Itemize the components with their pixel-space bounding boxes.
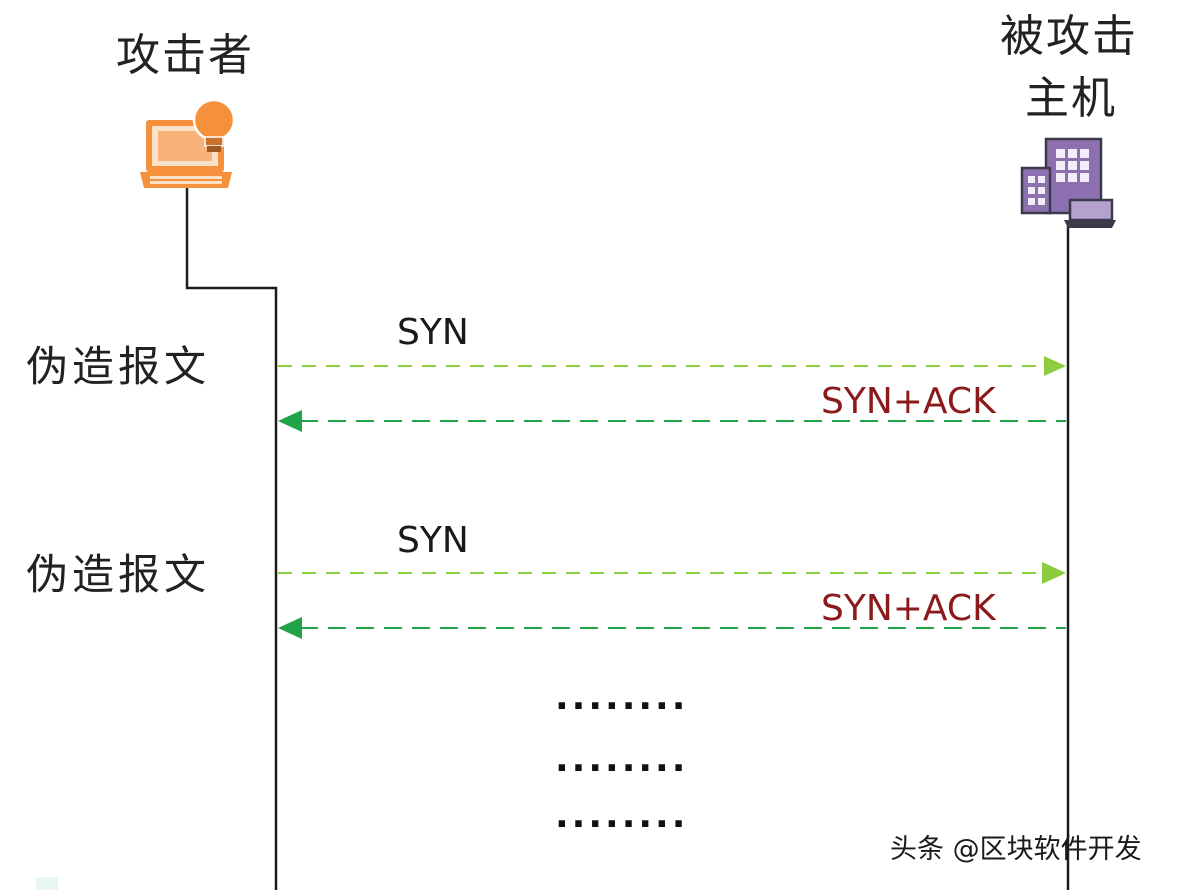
syn-label-2: SYN <box>397 520 469 561</box>
syn-ack-arrowhead-2 <box>278 617 302 639</box>
victim-label-line2: 主机 <box>1025 73 1117 124</box>
laptop-lightbulb-icon <box>140 98 236 188</box>
ellipsis-row-2: ........ <box>555 739 689 780</box>
attacker-lifeline <box>185 188 278 890</box>
attacker-label: 攻击者 <box>116 30 254 81</box>
syn-label-1: SYN <box>397 312 469 353</box>
watermark-text: 头条 @区块软件开发 <box>890 834 1142 865</box>
ellipsis-row-3: ........ <box>555 795 689 836</box>
ellipsis-row-1: ........ <box>555 677 689 718</box>
syn-ack-arrowhead-1 <box>278 410 302 432</box>
syn-ack-label-1: SYN+ACK <box>821 381 996 422</box>
victim-label-line1: 被攻击 <box>1000 11 1138 62</box>
syn-arrowhead-2 <box>1042 562 1066 584</box>
syn-ack-label-2: SYN+ACK <box>821 588 996 629</box>
syn-arrowhead-1 <box>1044 356 1066 376</box>
server-building-icon <box>1020 137 1116 228</box>
corner-decoration <box>36 877 58 890</box>
forged-packet-note-2: 伪造报文 <box>26 550 211 599</box>
forged-packet-note-1: 伪造报文 <box>26 342 211 391</box>
